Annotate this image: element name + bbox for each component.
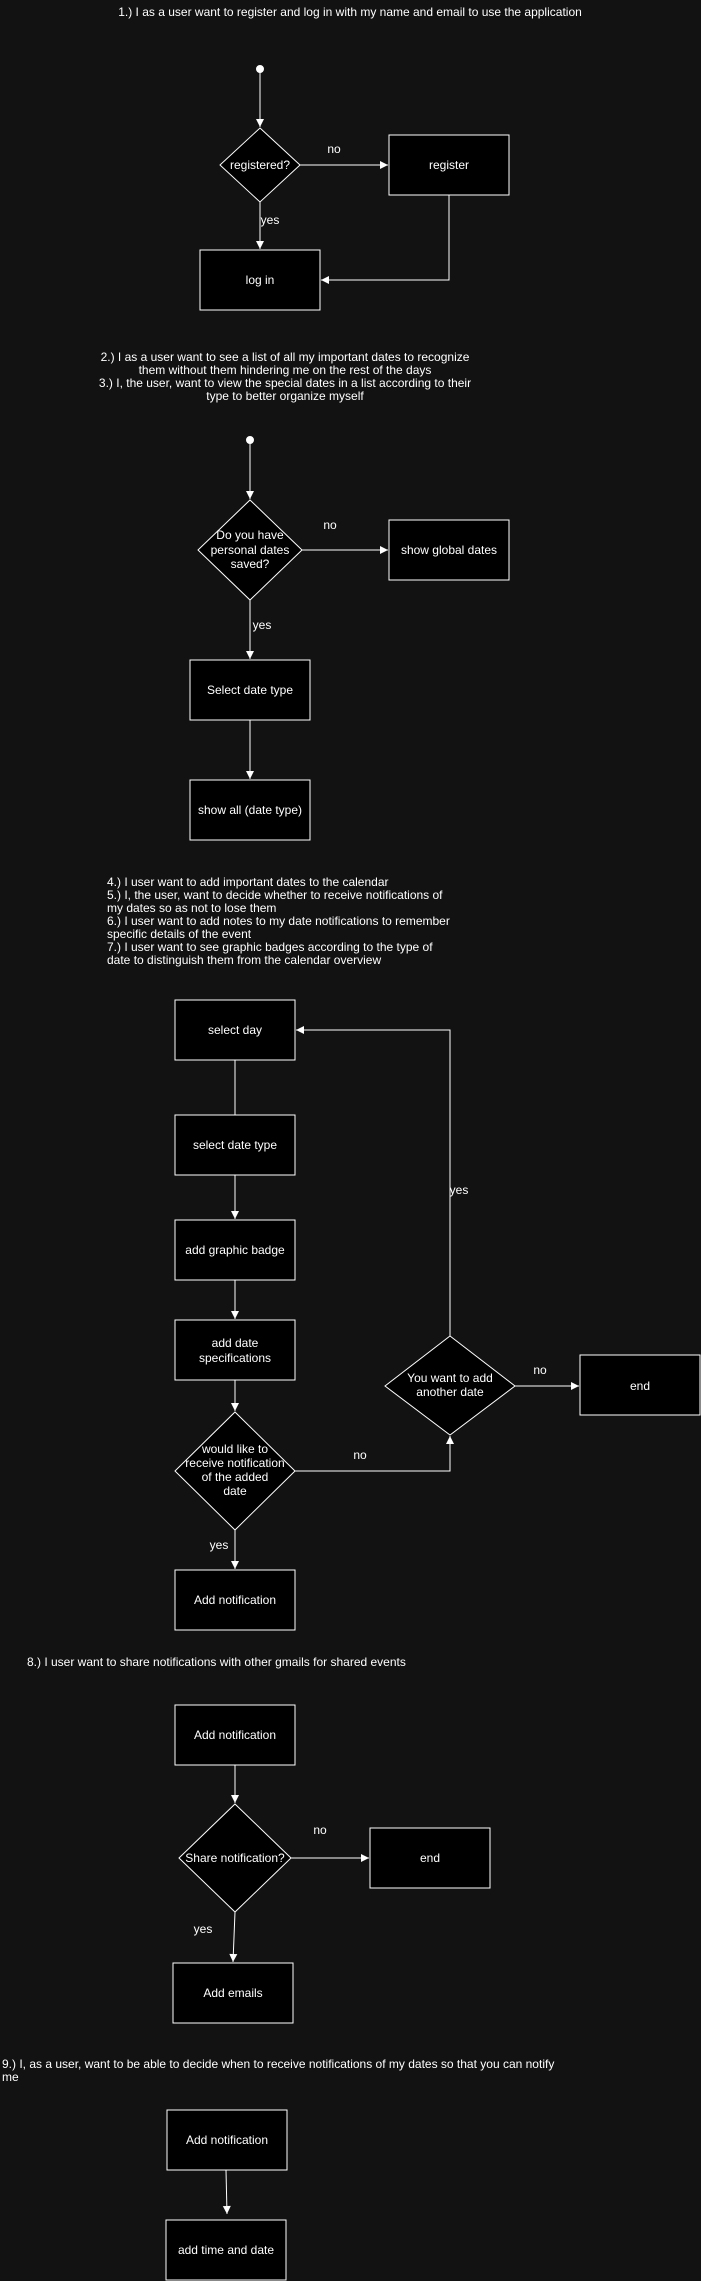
flow3-decision-another-date (384, 1335, 516, 1436)
flow3-no-label-2: no (533, 1363, 547, 1377)
flow2-decision-label-1: Do you have (216, 528, 284, 542)
flow5-add-time-label: add time and date (178, 2243, 274, 2257)
flow1-login-box (199, 249, 321, 311)
flow2-global-dates-box (388, 519, 510, 581)
flow2-show-all-label: show all (date type) (198, 803, 302, 817)
flow-share-notifications (172, 1704, 491, 2024)
flow3-decision-label-2: receive notification (185, 1456, 284, 1470)
flow2-yes-label: yes (253, 618, 272, 632)
flow1-yes-label: yes (261, 213, 280, 227)
flow-register-login (199, 65, 510, 311)
flow5-add-notification-box (166, 2109, 288, 2171)
flow2-no-label: no (323, 518, 337, 532)
flow3-select-day-box (174, 999, 296, 1061)
flow4-yes-label: yes (194, 1922, 213, 1936)
flow3-no-label-1: no (353, 1448, 367, 1462)
flow4-add-emails-label: Add emails (203, 1986, 262, 2000)
story-4-7-text: 4.) I user want to add important dates t… (107, 875, 450, 967)
flow2-start-node (246, 436, 254, 444)
flow1-register-box (388, 134, 510, 196)
flow3-end-label: end (630, 1379, 650, 1393)
flow4-end-box (369, 1827, 491, 1889)
flow3-select-day-label: select day (208, 1023, 262, 1037)
flow2-decision-label-3: saved? (231, 557, 270, 571)
flow5-add-notification-label: Add notification (186, 2133, 268, 2147)
flow3-another-label-2: another date (416, 1385, 484, 1399)
flow3-add-notification-box (174, 1569, 296, 1631)
flow1-decision-label: registered? (230, 158, 290, 172)
flow1-login-label: log in (246, 273, 275, 287)
flow4-add-emails-box (172, 1962, 294, 2024)
flow1-start-node (256, 65, 264, 73)
flow3-yes-label-1: yes (210, 1538, 229, 1552)
flow3-specs-label-2: specifications (199, 1351, 271, 1365)
flow-notification-time (165, 2109, 288, 2281)
flow3-another-label-1: You want to add (407, 1371, 493, 1385)
flow3-decision-label-1: would like to (201, 1442, 268, 1456)
flow3-decision-label-4: date (223, 1484, 247, 1498)
flow4-decision-label: Share notification? (185, 1851, 285, 1865)
flow1-register-label: register (429, 158, 469, 172)
flow2-decision-label-2: personal dates (211, 543, 290, 557)
story-1-text: 1.) I as a user want to register and log… (118, 5, 582, 19)
flow3-edge-yes-select-day (296, 1026, 451, 1336)
flow3-add-notification-label: Add notification (194, 1593, 276, 1607)
flow5-add-time-box (165, 2219, 287, 2281)
flow2-show-all-box (189, 779, 311, 841)
flow4-edge-yes (229, 1911, 238, 1963)
flow4-add-notification-box (174, 1704, 296, 1766)
flow2-select-type-label: Select date type (207, 683, 293, 697)
flow5-edge-notification-time (222, 2169, 231, 2215)
story-9-text: 9.) I, as a user, want to be able to dec… (2, 2057, 555, 2084)
flow-dates-list (189, 436, 510, 841)
flow2-global-label: show global dates (401, 543, 497, 557)
flow3-specs-label-1: add date (212, 1336, 259, 1350)
flow3-badge-label: add graphic badge (185, 1243, 285, 1257)
flow3-specs-box (174, 1319, 296, 1381)
flow1-edge-register-login (321, 195, 450, 284)
flow3-select-type-label: select date type (193, 1138, 277, 1152)
flow3-edge-no-another (295, 1436, 454, 1472)
flow-add-dates (174, 999, 701, 1631)
story-8-text: 8.) I user want to share notifications w… (27, 1655, 406, 1669)
flow3-decision-label-3: of the added (202, 1470, 269, 1484)
flow4-add-notification-label: Add notification (194, 1728, 276, 1742)
flow3-select-type-box (174, 1114, 296, 1176)
story-2-3-text: 2.) I as a user want to see a list of al… (98, 350, 472, 403)
flow4-end-label: end (420, 1851, 440, 1865)
flow1-no-label: no (327, 142, 341, 156)
flow3-end-box (579, 1354, 701, 1416)
flow4-no-label: no (313, 1823, 327, 1837)
flow3-yes-label-2: yes (450, 1183, 469, 1197)
